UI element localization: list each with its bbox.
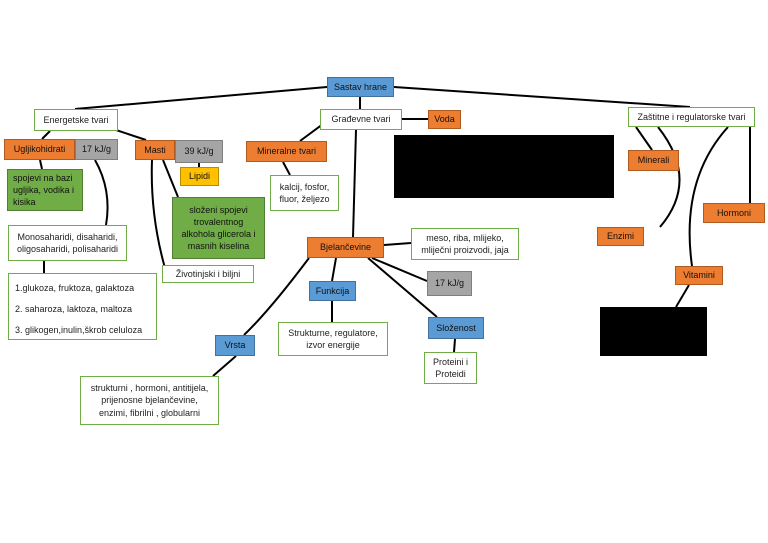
connector-zastitne-vitamini — [688, 126, 729, 267]
connector-slozenost-desc — [453, 338, 456, 353]
masti-origin-node: Životinjski i biljni — [162, 265, 254, 283]
bjelancevine-energy-node: 17 kJ/g — [427, 271, 472, 296]
connector-vrsta-desc — [212, 355, 237, 377]
energetske-tvari-node: Energetske tvari — [34, 109, 118, 131]
ugljikohidrati-energy-node: 17 kJ/g — [75, 139, 118, 160]
redacted-box-voda — [394, 135, 614, 198]
connector-bjelancevine-sources — [383, 242, 412, 246]
vrsta-node: Vrsta — [215, 335, 255, 356]
connector-vitamini-box — [675, 284, 690, 308]
connector-masti-origin — [150, 159, 166, 269]
hormoni-node: Hormoni — [703, 203, 765, 223]
masti-energy-node: 39 kJ/g — [175, 140, 223, 163]
minerali-node: Minerali — [628, 150, 679, 171]
connector-ugljikohidrati-desc — [39, 159, 43, 170]
connector-zastitne-minerali — [635, 126, 653, 151]
redacted-box-vitamini — [600, 307, 707, 356]
connector-zastitne-enzimi — [657, 126, 681, 228]
mineralne-examples-node: kalcij, fosfor, fluor, željezo — [270, 175, 339, 211]
saharidi-example-item: 1.glukoza, fruktoza, galaktoza — [15, 283, 135, 293]
slozenost-desc-node: Proteini i Proteidi — [424, 352, 477, 384]
bjelancevine-node: Bjelančevine — [307, 237, 384, 258]
connector-mineralne-examples — [282, 161, 291, 176]
connector-bjelancevine-funkcija — [331, 257, 337, 282]
connector-energetske-masti — [112, 128, 147, 141]
slozenost-node: Složenost — [428, 317, 484, 339]
saharidi-example-item: 2. saharoza, laktoza, maltoza — [15, 304, 133, 314]
ugljikohidrati-node: Ugljikohidrati — [4, 139, 75, 160]
vrsta-desc-node: strukturni , hormoni, antitijela, prijen… — [80, 376, 219, 425]
bjelancevine-sources-node: meso, riba, mlijeko, mliječni proizvodi,… — [411, 228, 519, 260]
saharidi-examples-list: 1.glukoza, fruktoza, galaktoza 2. saharo… — [8, 273, 157, 340]
zastitne-tvari-node: Zaštitne i regulatorske tvari — [628, 107, 755, 127]
connector-bjelancevine-vrsta — [243, 257, 310, 336]
masti-node: Masti — [135, 140, 175, 160]
funkcija-node: Funkcija — [309, 281, 356, 301]
connector-root-zastitne — [393, 86, 691, 108]
ugljikohidrati-desc-node: spojevi na bazi ugljika, vodika i kisika — [7, 169, 83, 211]
saharidi-example-item: 3. glikogen,inulin,škrob celuloza — [15, 325, 143, 335]
connector-root-energetske — [74, 86, 328, 110]
connector-bjelancevine-energy — [371, 257, 428, 282]
connector-ugljikohidrati-types — [94, 159, 109, 226]
enzimi-node: Enzimi — [597, 227, 644, 246]
vitamini-node: Vitamini — [675, 266, 723, 285]
connector-masti-desc — [162, 159, 179, 198]
funkcija-desc-node: Strukturne, regulatore, izvor energije — [278, 322, 388, 356]
connector-gradjevne-mineralne — [299, 123, 324, 142]
gradjevne-tvari-node: Građevne tvari — [320, 109, 402, 130]
saharidi-types-node: Monosaharidi, disaharidi, oligosaharidi,… — [8, 225, 127, 261]
root-node: Sastav hrane — [327, 77, 394, 97]
connector-energetske-ugljikohidrati — [41, 130, 51, 140]
connector-gradjevne-bjelancevine — [352, 129, 357, 238]
lipidi-node: Lipidi — [180, 167, 219, 186]
connector-bjelancevine-slozenost — [367, 257, 438, 318]
voda-node: Voda — [428, 110, 461, 129]
masti-desc-node: složeni spojevi trovalentnog alkohola gl… — [172, 197, 265, 259]
mineralne-tvari-node: Mineralne tvari — [246, 141, 327, 162]
